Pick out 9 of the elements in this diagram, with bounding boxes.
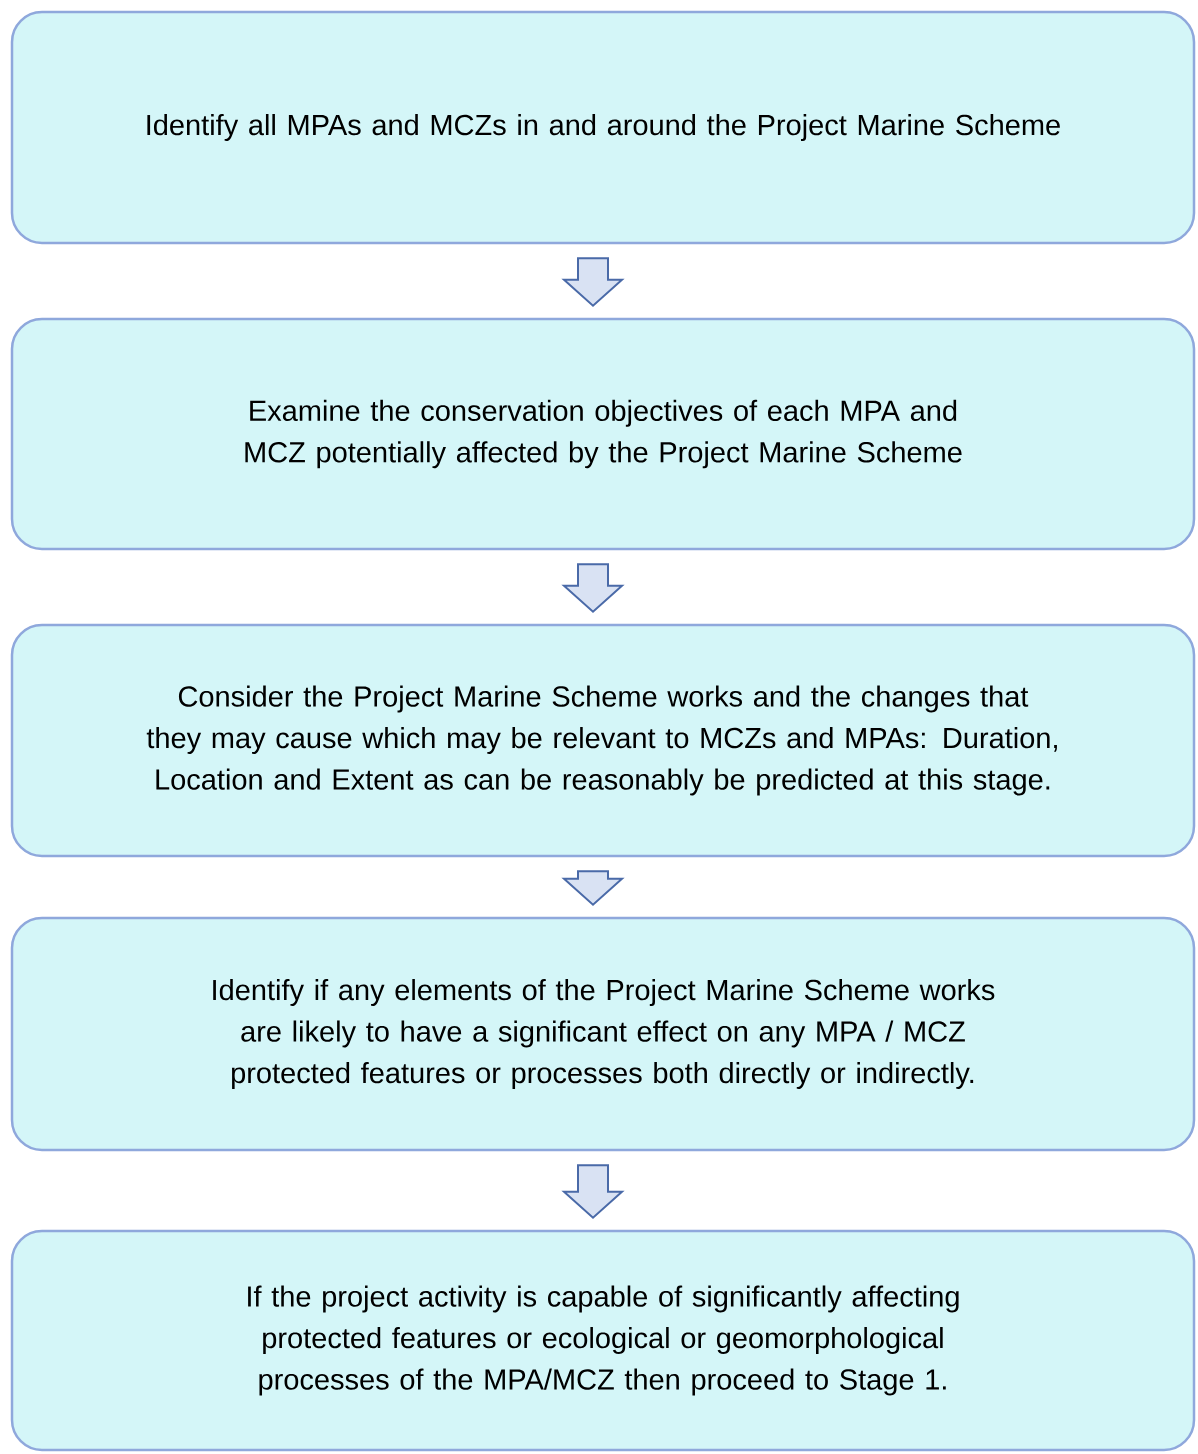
process-box: Examine the conservation objectives of each MPA and MCZ potentially affected by the Project Marine Scheme bbox=[10, 317, 1196, 551]
process-box: Consider the Project Marine Scheme works and the changes that they may cause which may be relevant to MCZs and MPAs: Duration, Location and Extent as can be reasonably be predicted at this stage. bbox=[10, 623, 1196, 858]
process-box: Identify if any elements of the Project Marine Scheme works are likely to have a significant effect on any MPA / MCZ protected features or processes both directly or indirectly. bbox=[10, 916, 1196, 1152]
process-box: If the project activity is capable of significantly affecting protected features or ecological or geomorphological processes of the MPA/MCZ then proceed to Stage 1. bbox=[10, 1229, 1196, 1452]
down-arrow bbox=[561, 1164, 625, 1220]
down-arrow bbox=[561, 257, 625, 308]
down-arrow bbox=[561, 563, 625, 614]
process-box: Identify all MPAs and MCZs in and around the Project Marine Scheme bbox=[10, 10, 1196, 245]
down-arrow bbox=[561, 870, 625, 907]
